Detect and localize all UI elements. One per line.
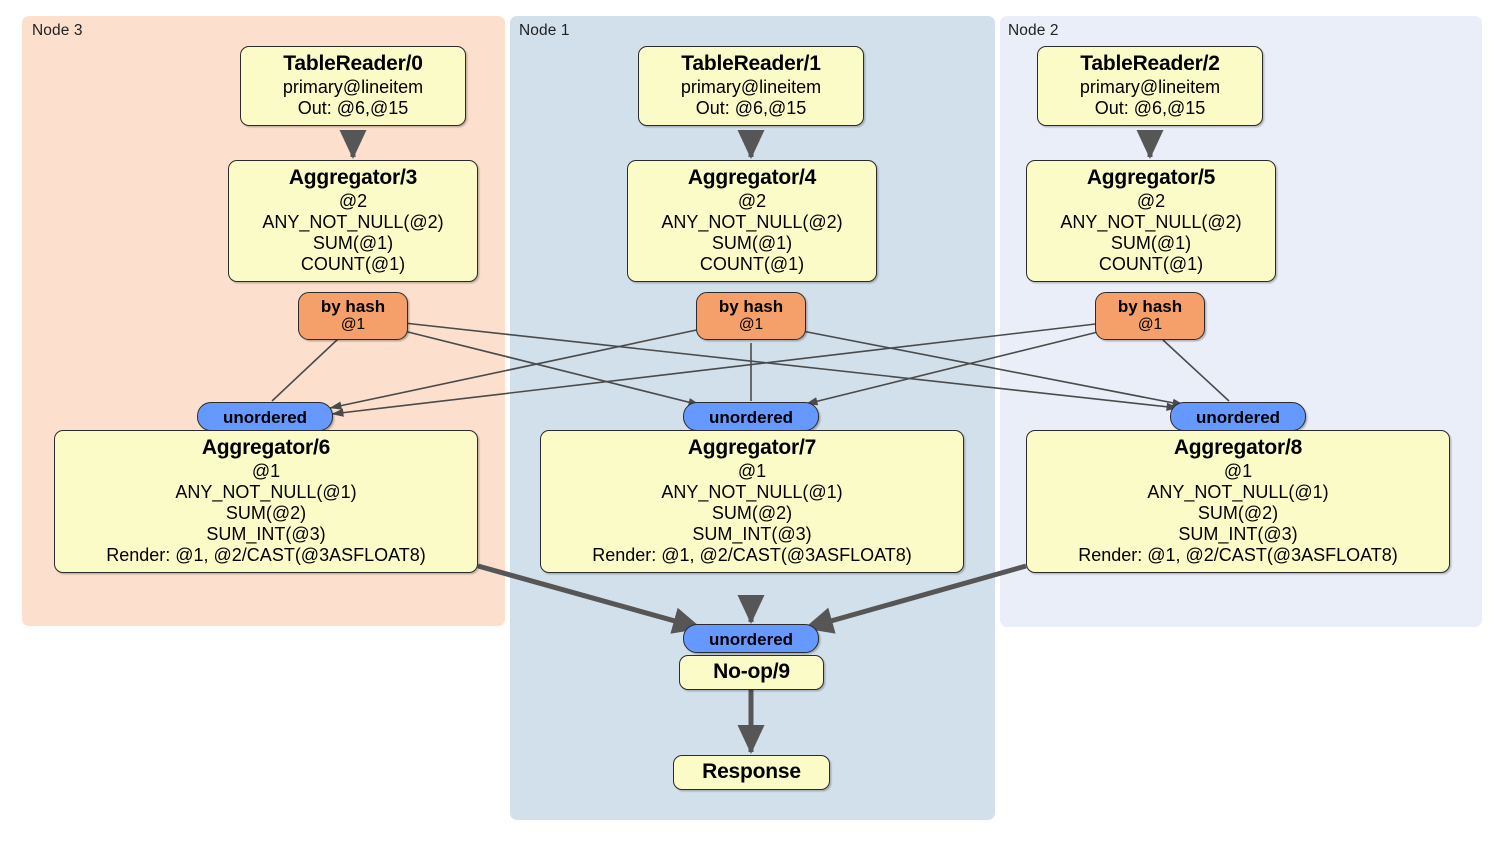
box-line: @2 <box>1136 191 1166 212</box>
box-line: ANY_NOT_NULL(@1) <box>661 482 843 503</box>
box-line: SUM(@2) <box>225 503 307 524</box>
box-line: COUNT(@1) <box>300 253 406 274</box>
box-line: Render: @1, @2/CAST(@3ASFLOAT8) <box>1078 544 1398 565</box>
panel-label-node-1: Node 1 <box>519 22 570 39</box>
box-line: SUM_INT(@3) <box>206 523 326 544</box>
processor-table-reader-1[interactable]: TableReader/1 primary@lineitem Out: @6,@… <box>638 46 864 127</box>
box-line: COUNT(@1) <box>699 253 805 274</box>
processor-table-reader-2[interactable]: TableReader/2 primary@lineitem Out: @6,@… <box>1037 46 1263 127</box>
box-title: TableReader/2 <box>1080 52 1220 75</box>
box-line: Out: @6,@15 <box>695 98 807 119</box>
router-column: @1 <box>738 316 764 334</box>
router-by-hash-4[interactable]: by hash @1 <box>696 292 806 340</box>
stream-unordered-7[interactable]: unordered <box>683 402 819 431</box>
box-line: primary@lineitem <box>1079 77 1221 98</box>
box-line: ANY_NOT_NULL(@2) <box>661 212 843 233</box>
box-title: Aggregator/8 <box>1173 436 1303 459</box>
stream-unordered-final[interactable]: unordered <box>683 624 819 653</box>
box-line: @2 <box>338 191 368 212</box>
box-title: Aggregator/4 <box>687 166 817 189</box>
stream-label: unordered <box>1195 408 1281 427</box>
panel-label-node-3: Node 3 <box>32 22 83 39</box>
box-line: Render: @1, @2/CAST(@3ASFLOAT8) <box>106 544 426 565</box>
box-line: SUM_INT(@3) <box>692 523 812 544</box>
box-line: primary@lineitem <box>282 77 424 98</box>
processor-response[interactable]: Response <box>673 755 830 791</box>
router-by-hash-5[interactable]: by hash @1 <box>1095 292 1205 340</box>
box-line: COUNT(@1) <box>1098 253 1204 274</box>
box-title: TableReader/0 <box>283 52 423 75</box>
box-line: primary@lineitem <box>680 77 822 98</box>
box-title: TableReader/1 <box>681 52 821 75</box>
stream-label: unordered <box>708 630 794 649</box>
box-line: @2 <box>737 191 767 212</box>
box-line: SUM(@2) <box>711 503 793 524</box>
box-title: Aggregator/3 <box>288 166 418 189</box>
box-line: ANY_NOT_NULL(@1) <box>1147 482 1329 503</box>
router-label: by hash <box>718 297 784 316</box>
box-line: Out: @6,@15 <box>297 98 409 119</box>
processor-aggregator-7[interactable]: Aggregator/7 @1 ANY_NOT_NULL(@1) SUM(@2)… <box>540 430 964 573</box>
router-label: by hash <box>1117 297 1183 316</box>
box-line: SUM(@2) <box>1197 503 1279 524</box>
box-line: Out: @6,@15 <box>1094 98 1206 119</box>
panel-label-node-2: Node 2 <box>1008 22 1059 39</box>
box-title: Aggregator/5 <box>1086 166 1216 189</box>
box-line: SUM(@1) <box>711 233 793 254</box>
router-column: @1 <box>340 316 366 334</box>
box-line: @1 <box>251 461 281 482</box>
box-title: Aggregator/6 <box>201 436 331 459</box>
box-title: Response <box>702 760 801 783</box>
box-title: No-op/9 <box>713 660 790 683</box>
box-line: SUM_INT(@3) <box>1178 523 1298 544</box>
box-title: Aggregator/7 <box>687 436 817 459</box>
processor-aggregator-3[interactable]: Aggregator/3 @2 ANY_NOT_NULL(@2) SUM(@1)… <box>228 160 478 282</box>
processor-noop-9[interactable]: No-op/9 <box>679 655 824 691</box>
box-line: ANY_NOT_NULL(@2) <box>262 212 444 233</box>
box-line: SUM(@1) <box>312 233 394 254</box>
processor-aggregator-5[interactable]: Aggregator/5 @2 ANY_NOT_NULL(@2) SUM(@1)… <box>1026 160 1276 282</box>
box-line: ANY_NOT_NULL(@2) <box>1060 212 1242 233</box>
router-column: @1 <box>1137 316 1163 334</box>
processor-table-reader-0[interactable]: TableReader/0 primary@lineitem Out: @6,@… <box>240 46 466 127</box>
router-label: by hash <box>320 297 386 316</box>
processor-aggregator-6[interactable]: Aggregator/6 @1 ANY_NOT_NULL(@1) SUM(@2)… <box>54 430 478 573</box>
router-by-hash-3[interactable]: by hash @1 <box>298 292 408 340</box>
box-line: @1 <box>1223 461 1253 482</box>
box-line: ANY_NOT_NULL(@1) <box>175 482 357 503</box>
stream-unordered-8[interactable]: unordered <box>1170 402 1306 431</box>
stream-unordered-6[interactable]: unordered <box>197 402 333 431</box>
box-line: SUM(@1) <box>1110 233 1192 254</box>
processor-aggregator-8[interactable]: Aggregator/8 @1 ANY_NOT_NULL(@1) SUM(@2)… <box>1026 430 1450 573</box>
stream-label: unordered <box>222 408 308 427</box>
processor-aggregator-4[interactable]: Aggregator/4 @2 ANY_NOT_NULL(@2) SUM(@1)… <box>627 160 877 282</box>
box-line: Render: @1, @2/CAST(@3ASFLOAT8) <box>592 544 912 565</box>
stream-label: unordered <box>708 408 794 427</box>
box-line: @1 <box>737 461 767 482</box>
